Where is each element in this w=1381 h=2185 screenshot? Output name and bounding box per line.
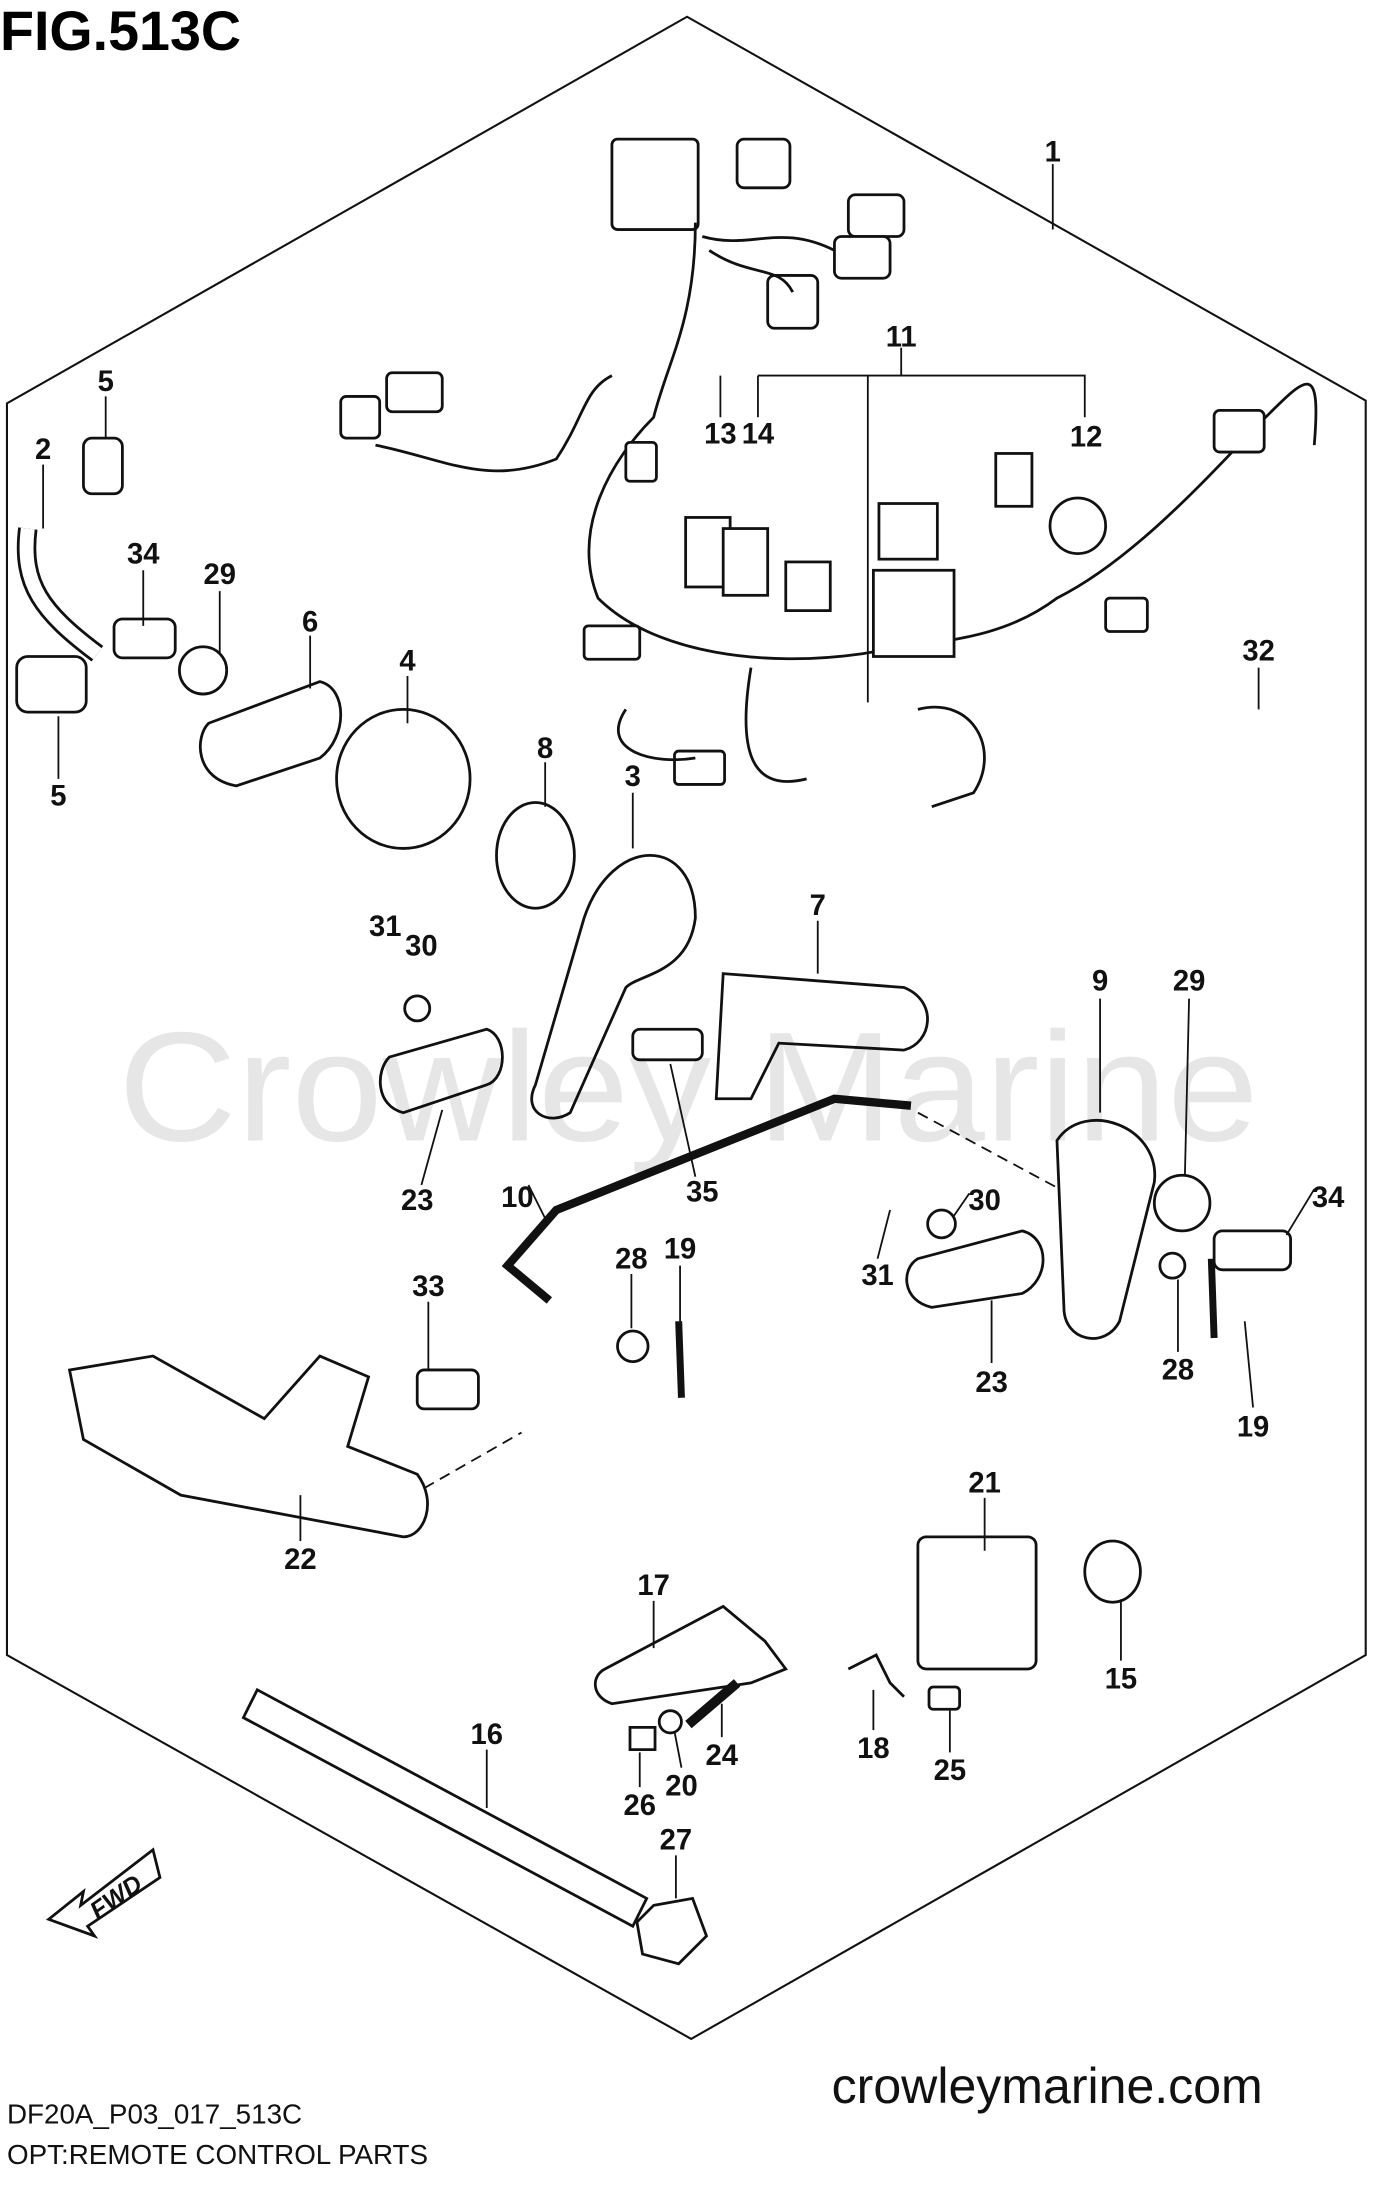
- callout: 4: [399, 645, 416, 677]
- callout: 34: [1312, 1182, 1345, 1214]
- wiring-harness: [339, 137, 1318, 809]
- callout: 19: [1237, 1412, 1269, 1444]
- callout: 9: [1092, 965, 1108, 997]
- callout: 5: [50, 780, 66, 812]
- part-clamp-5a: [82, 436, 124, 496]
- part-bolt-33: [415, 1368, 480, 1411]
- callouts: 1 11 13 14 12 5 2 34 29 6 4 5 32 8 3 7 3…: [35, 136, 1345, 1856]
- callout: 32: [1242, 636, 1274, 668]
- callout: 28: [1162, 1355, 1194, 1387]
- part-grommet-15: [1083, 1539, 1142, 1604]
- part-washer-29: [178, 645, 229, 696]
- callout: 20: [665, 1771, 697, 1803]
- callout: 13: [704, 419, 736, 451]
- part-rod-10: [501, 1094, 912, 1304]
- callout: 31: [861, 1260, 893, 1292]
- caption: OPT:REMOTE CONTROL PARTS: [7, 2139, 428, 2170]
- part-nut-27: [635, 1896, 709, 1966]
- drawing-code: DF20A_P03_017_513C: [7, 2099, 302, 2130]
- callout: 24: [706, 1740, 739, 1772]
- part-lever-3: [530, 853, 697, 1120]
- callout: 12: [1070, 422, 1102, 454]
- part-bolt-35: [631, 1027, 704, 1062]
- callout: 35: [686, 1177, 718, 1209]
- callout: 29: [1173, 965, 1205, 997]
- fwd-arrow: FWD: [45, 1847, 162, 1939]
- part-spring-8: [495, 801, 576, 910]
- callout: 19: [664, 1234, 696, 1266]
- part-shaft-16: [241, 1687, 649, 1929]
- part-cam-4: [335, 707, 472, 850]
- part-plate-21: [916, 1535, 1038, 1671]
- callout: 8: [537, 733, 553, 765]
- part-link-23a: [378, 1027, 504, 1115]
- callout: 18: [857, 1733, 889, 1765]
- callout: 27: [660, 1825, 692, 1857]
- callout: 23: [975, 1367, 1007, 1399]
- callout: 16: [471, 1719, 503, 1751]
- callout: 30: [405, 931, 437, 963]
- callout: 29: [204, 559, 236, 591]
- figure-title: FIG.513C: [0, 0, 241, 62]
- callout: 1: [1045, 136, 1061, 168]
- site-url: crowleymarine.com: [832, 2058, 1263, 2114]
- callout: 6: [302, 606, 318, 638]
- callout: 23: [401, 1185, 433, 1217]
- callout: 21: [968, 1467, 1000, 1499]
- part-bracket-22: [67, 1354, 429, 1539]
- callout: 7: [810, 890, 826, 922]
- callout: 14: [742, 419, 775, 451]
- callout: 11: [886, 321, 917, 353]
- callout: 17: [637, 1570, 669, 1602]
- callout: 10: [501, 1182, 533, 1214]
- callout: 25: [934, 1755, 966, 1787]
- part-lever-9: [1055, 1119, 1156, 1340]
- callout: 2: [35, 434, 51, 466]
- leader-lines: [42, 164, 1316, 1899]
- callout: 28: [615, 1243, 647, 1275]
- callout: 34: [127, 538, 160, 570]
- part-washer-29b: [1152, 1173, 1212, 1233]
- callout: 5: [98, 366, 114, 398]
- callout: 33: [412, 1271, 444, 1303]
- callout: 3: [625, 761, 641, 793]
- part-bolt-34: [112, 617, 177, 660]
- callout: 31: [369, 911, 401, 943]
- part-clamp-5b: [15, 655, 88, 714]
- part-bracket-7: [714, 972, 929, 1101]
- part-bracket-17: [594, 1604, 788, 1706]
- part-plate-6: [198, 680, 342, 788]
- part-link-23b: [905, 1229, 1045, 1309]
- callout: 26: [624, 1790, 656, 1822]
- hexagon-frame: [5, 15, 1367, 2041]
- callout: 30: [968, 1185, 1000, 1217]
- part-bolt-34b: [1212, 1229, 1292, 1272]
- callout: 22: [284, 1544, 316, 1576]
- callout: 15: [1105, 1663, 1137, 1695]
